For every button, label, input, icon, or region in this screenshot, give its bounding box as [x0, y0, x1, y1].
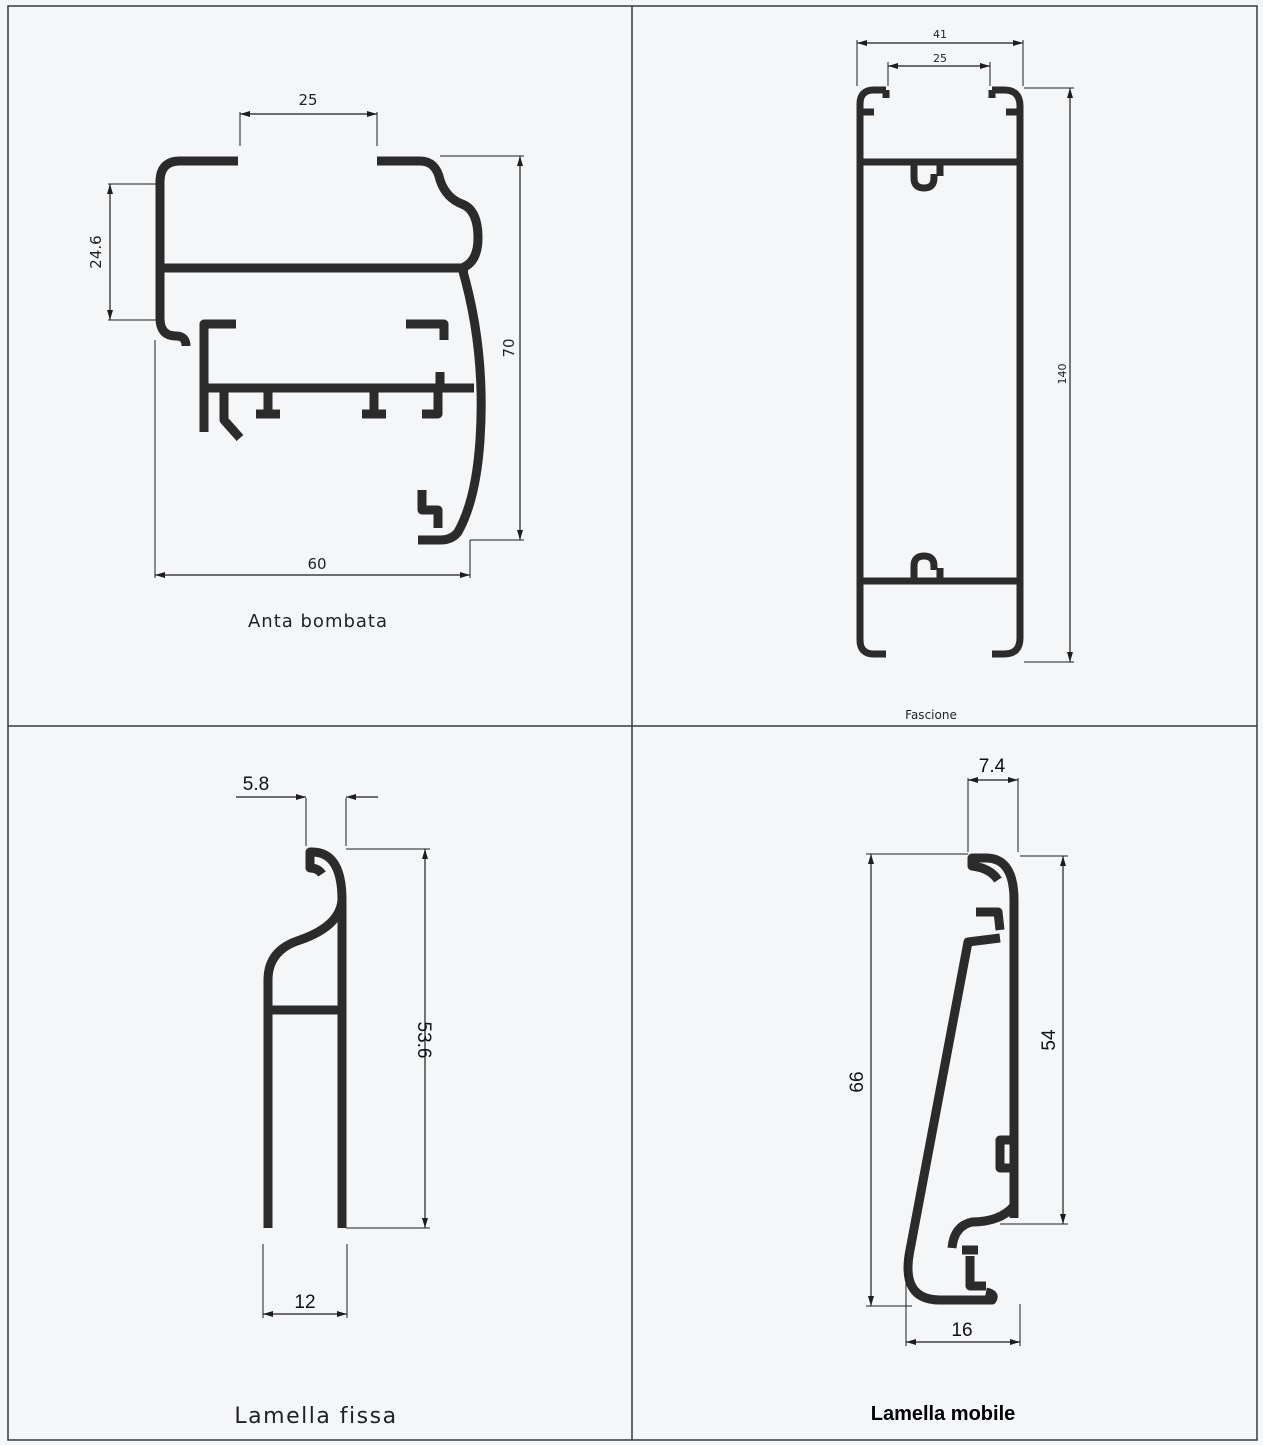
panel-caption: Lamella mobile [871, 1403, 1016, 1425]
profile-fascione [856, 86, 1024, 658]
dim-right-label: 70 [500, 338, 518, 357]
dim-right: 70 [440, 155, 524, 541]
dim-top-label: 5.8 [243, 774, 269, 795]
dim-outer-top-label: 41 [933, 28, 947, 41]
sheet-grid [7, 5, 1258, 1441]
dim-right: 53.6 [346, 848, 434, 1229]
dim-right: 54 [1000, 855, 1068, 1225]
profile-lamella-fissa [263, 847, 347, 1228]
dim-top: 7.4 [967, 756, 1019, 852]
panel-lamella-fissa: 5.8 53.6 12 Lamella fissa [234, 774, 434, 1429]
dim-inner-top: 25 [887, 52, 991, 86]
profile-anta-bombata [155, 156, 486, 545]
dim-right: 140 [1024, 87, 1074, 663]
panel-caption: Anta bombata [248, 611, 388, 632]
panel-caption: Lamella fissa [234, 1404, 397, 1429]
dim-right-label: 53.6 [413, 1022, 434, 1059]
dim-right-label: 140 [1056, 364, 1069, 385]
dim-top: 5.8 [236, 774, 378, 846]
dim-left: 66 [847, 853, 968, 1307]
dim-left-label: 66 [847, 1071, 868, 1092]
panel-lamella-mobile: 7.4 66 54 16 Lamella mobile [847, 756, 1068, 1425]
panel-fascione: 41 25 140 Fascione [856, 28, 1074, 722]
dim-inner-top-label: 25 [933, 52, 947, 65]
dim-left-label: 24.6 [87, 235, 105, 268]
dim-bottom-label: 12 [294, 1292, 315, 1313]
panel-caption: Fascione [905, 708, 957, 722]
dim-left: 24.6 [87, 183, 156, 321]
dim-outer-top: 41 [856, 28, 1024, 86]
dim-top: 25 [239, 91, 378, 146]
panel-anta-bombata: 25 24.6 70 60 Anta bombata [87, 91, 524, 632]
dim-bottom: 12 [262, 1244, 348, 1318]
dim-top-label: 7.4 [979, 756, 1006, 777]
dim-bottom: 16 [905, 1250, 1021, 1346]
dim-bottom-label: 60 [307, 555, 326, 573]
profile-lamella-mobile [903, 853, 1019, 1305]
dim-bottom-label: 16 [951, 1320, 972, 1341]
dim-top-label: 25 [298, 91, 317, 109]
dim-right-label: 54 [1039, 1029, 1060, 1051]
dim-bottom: 60 [154, 340, 471, 578]
